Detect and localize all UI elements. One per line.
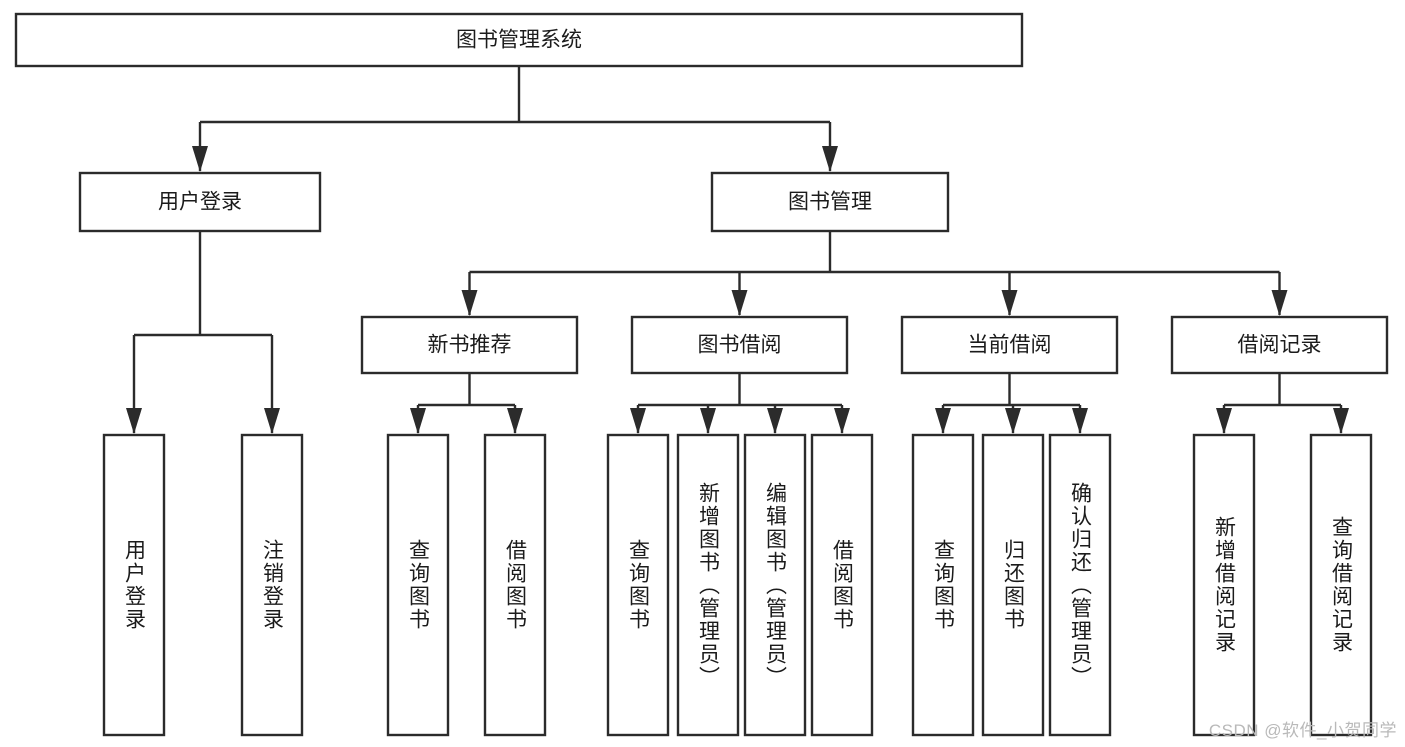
leaf-node-rect[interactable] [102,433,166,737]
leaf-node-11[interactable] [1048,433,1112,737]
arrow-head-icon-leaf-6 [700,408,716,434]
arrow-head-icon-leaf-8 [834,408,850,434]
arrow-head-icon-level3-2 [731,290,748,316]
level2-node-1[interactable]: 用户登录 [78,171,322,233]
arrow-head-icon-leaf-3 [410,408,426,434]
level3-node-label: 图书借阅 [698,334,782,357]
leaf-node-1[interactable] [102,433,166,737]
leaf-node-7[interactable] [743,433,807,737]
level3-node-rect[interactable] [630,315,849,375]
leaf-node-rect[interactable] [606,433,670,737]
arrow-head-icon-leaf-2 [264,408,280,434]
leaf-node-13[interactable] [1309,433,1373,737]
arrow-head-icon-leaf-1 [126,408,142,434]
arrow-head-icon-leaf-11 [1072,408,1088,434]
leaf-node-12[interactable] [1192,433,1256,737]
arrow-head-icon-level3-3 [1001,290,1018,316]
arrow-head-icon-leaf-9 [935,408,951,434]
level3-node-label: 新书推荐 [428,334,512,357]
leaf-node-rect[interactable] [911,433,975,737]
arrow-head-icon-leaf-4 [507,408,523,434]
leaf-node-rect[interactable] [240,433,304,737]
leaf-node-rect[interactable] [810,433,874,737]
leaf-node-5[interactable] [606,433,670,737]
leaf-node-9[interactable] [911,433,975,737]
arrow-head-icon-level3-4 [1271,290,1288,316]
leaf-node-2[interactable] [240,433,304,737]
leaf-node-rect[interactable] [676,433,740,737]
arrow-head-icon-leaf-5 [630,408,646,434]
level3-node-rect[interactable] [900,315,1119,375]
root-node-1[interactable]: 图书管理系统 [14,12,1024,68]
level2-node-rect[interactable] [78,171,322,233]
level2-node-rect[interactable] [710,171,950,233]
leaf-node-rect[interactable] [743,433,807,737]
leaf-node-rect[interactable] [386,433,450,737]
leaf-node-10[interactable] [981,433,1045,737]
leaf-node-rect[interactable] [981,433,1045,737]
leaf-node-rect[interactable] [1048,433,1112,737]
arrow-head-icon-leaf-7 [767,408,783,434]
leaf-node-rect[interactable] [1192,433,1256,737]
connector-lines [126,66,1349,434]
level3-node-label: 借阅记录 [1238,334,1322,357]
arrow-head-icon-leaf-13 [1333,408,1349,434]
arrow-head-icon-level3-1 [461,290,478,316]
root-node-rect[interactable] [14,12,1024,68]
arrow-head-icon-level2-2 [822,146,838,172]
leaf-node-rect[interactable] [1309,433,1373,737]
level2-node-label: 图书管理 [788,191,872,214]
level3-node-rect[interactable] [360,315,579,375]
level3-node-label: 当前借阅 [968,334,1052,357]
level3-node-2[interactable]: 图书借阅 [630,315,849,375]
leaf-node-4[interactable] [483,433,547,737]
level3-node-4[interactable]: 借阅记录 [1170,315,1389,375]
level2-node-label: 用户登录 [158,191,242,214]
leaf-node-rect[interactable] [483,433,547,737]
root-node-label: 图书管理系统 [456,29,582,52]
arrow-head-icon-leaf-12 [1216,408,1232,434]
arrow-head-icon-level2-1 [192,146,208,172]
leaf-node-3[interactable] [386,433,450,737]
watermark-text: CSDN @软件_小贺同学 [1208,721,1397,740]
level3-node-1[interactable]: 新书推荐 [360,315,579,375]
level3-node-3[interactable]: 当前借阅 [900,315,1119,375]
leaf-node-6[interactable] [676,433,740,737]
arrow-head-icon-leaf-10 [1005,408,1021,434]
level3-node-rect[interactable] [1170,315,1389,375]
level2-node-2[interactable]: 图书管理 [710,171,950,233]
leaf-node-8[interactable] [810,433,874,737]
